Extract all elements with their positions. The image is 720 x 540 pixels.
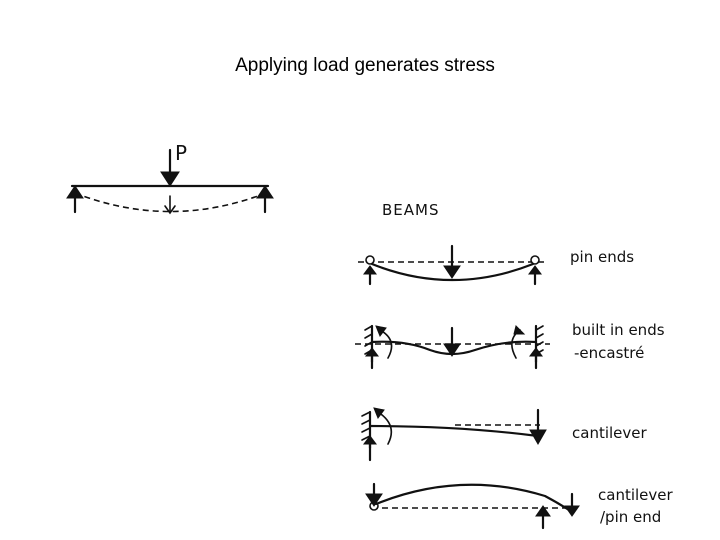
beams-heading: BEAMS bbox=[382, 201, 440, 219]
deflected-beam bbox=[370, 262, 535, 282]
load-label: P bbox=[175, 141, 187, 165]
built-in-ends-label: built in ends bbox=[572, 321, 665, 339]
load-arrowhead bbox=[160, 171, 180, 187]
cantilever-pin-end-label: cantilever bbox=[598, 486, 673, 504]
cantilever-pin-end-beam: cantilever /pin end bbox=[365, 482, 673, 530]
cantilever-beam: cantilever bbox=[361, 407, 647, 462]
built-in-ends-beam: built in ends -encastré bbox=[355, 321, 665, 370]
cantilever-label: cantilever bbox=[572, 424, 647, 442]
pin-ends-beam: pin ends bbox=[358, 244, 634, 286]
point-load-beam-diagram: P bbox=[66, 141, 274, 215]
deflection-curve bbox=[74, 192, 267, 213]
encastre-label: -encastré bbox=[574, 344, 644, 362]
pin-end-label: /pin end bbox=[600, 508, 661, 526]
deflected-beam bbox=[368, 424, 540, 438]
deflected-beam bbox=[374, 483, 574, 514]
pin-ends-label: pin ends bbox=[570, 248, 634, 266]
slide-title: Applying load generates stress bbox=[235, 55, 495, 76]
